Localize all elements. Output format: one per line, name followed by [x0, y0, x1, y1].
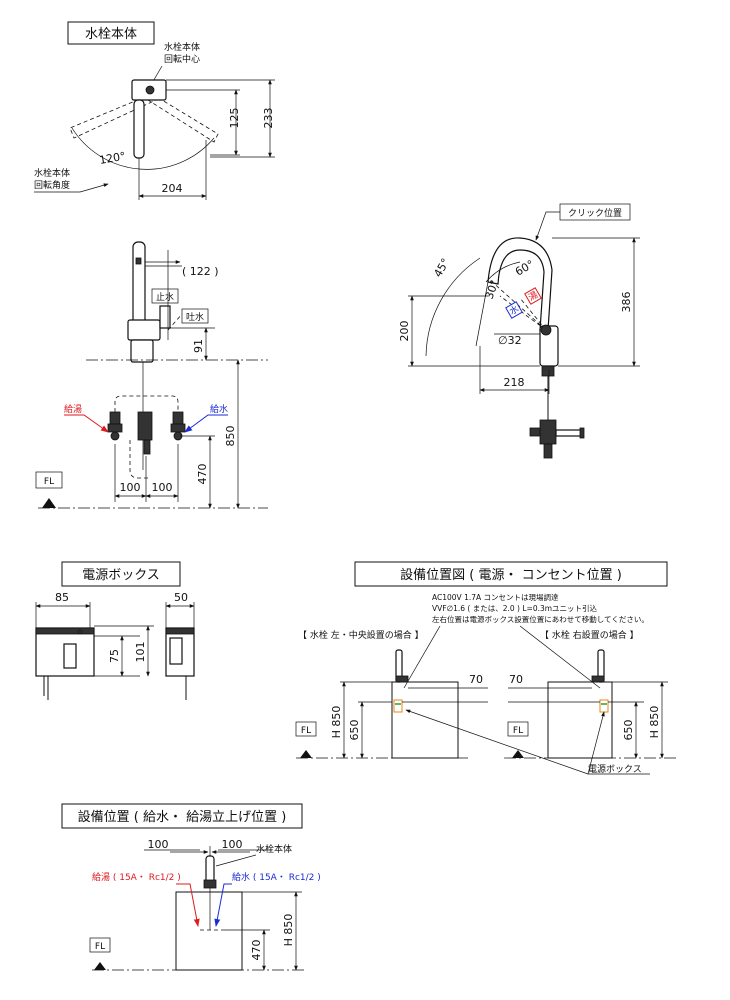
dim-h850-left: H 850 [330, 706, 343, 739]
dim-100-right-supply: 100 [222, 838, 243, 851]
right-case-label: 【 水栓 右設置の場合 】 [540, 629, 639, 641]
hot-supply-label: 給湯 [64, 403, 82, 415]
equip-pos-title-box [354, 561, 668, 587]
supply-pos-title: 設備位置 ( 給水・ 給湯立上げ位置 ) [78, 809, 287, 825]
dim-75: 75 [108, 649, 121, 663]
mixing-unit [137, 411, 153, 455]
left-case-label: 【 水栓 左・中央設置の場合 】 [298, 629, 424, 641]
fl-box-supply [89, 937, 111, 953]
supply-pos-section: 設備位置 ( 給水・ 給湯立上げ位置 ) 100 100 水栓本体 給湯 ( 1… [61, 803, 321, 971]
side-supply-assembly [529, 419, 585, 459]
left-case-drawing: 70 H 850 650 FL [295, 649, 488, 759]
rotation-center-label-2: 回転中心 [164, 53, 200, 65]
fl-box-right [507, 721, 529, 737]
spout-water-label: 吐水 [186, 311, 204, 323]
rotation-center-label-1: 水栓本体 [164, 41, 200, 53]
dim-101: 101 [134, 642, 147, 663]
fl-supply: FL [95, 942, 105, 952]
hot-label-supply: 給湯 ( 15A・ Rc1/2 ) [92, 871, 181, 883]
dim-470-supply: 470 [250, 940, 263, 961]
side-view-section: クリック位置 水 湯 45° 30° 60° ∅32 200 386 218 [398, 203, 640, 459]
dim-218: 218 [504, 376, 525, 389]
angle-45: 45° [431, 256, 452, 279]
stop-water-box [151, 288, 179, 304]
dim-h850-supply: H 850 [282, 914, 295, 947]
power-box-label: 電源ボックス [588, 764, 642, 775]
power-box-side [165, 627, 195, 700]
spout-water-box [181, 308, 209, 324]
main-body-section: 水栓本体 水栓本体 回転中心 120° 水栓本体 回転角度 125 233 20… [34, 21, 275, 200]
hot-mark-box [524, 287, 542, 305]
dim-85: 85 [55, 591, 69, 604]
rotation-angle: 120° [98, 150, 126, 167]
dim-70-left: 70 [469, 673, 483, 686]
valve-left [107, 411, 123, 441]
body-label-supply: 水栓本体 [256, 843, 292, 855]
dim-70-right: 70 [509, 673, 523, 686]
dim-470: 470 [196, 464, 209, 485]
right-case-drawing: 70 650 H 850 FL [504, 649, 676, 759]
fl-right: FL [513, 726, 523, 736]
stop-water-label: 止水 [156, 291, 174, 303]
dim-125: 125 [228, 108, 241, 129]
main-body-title-box [67, 21, 155, 45]
dim-50: 50 [174, 591, 188, 604]
dim-100-left-supply: 100 [148, 838, 169, 851]
equip-note-1: AC100V 1.7A コンセントは現場調達 [432, 592, 559, 602]
dim-h850-right: H 850 [648, 706, 661, 739]
dim-650-left: 650 [348, 720, 361, 741]
cold-label-supply: 給水 ( 15A・ Rc1/2 ) [232, 871, 321, 883]
cold-mark: 水 [507, 303, 521, 318]
fl-left: FL [301, 726, 311, 736]
equip-note-2: VVF∅1.6 ( または、2.0 ) L=0.3mユニット引込 [432, 604, 598, 613]
supply-pos-title-box [61, 803, 303, 829]
fl-box-left [295, 721, 317, 737]
click-pos-label: クリック位置 [568, 207, 622, 219]
dim-200: 200 [398, 321, 411, 342]
dim-233: 233 [262, 108, 275, 129]
power-box-section: 電源ボックス 85 75 101 50 [35, 561, 195, 700]
dim-650-right: 650 [622, 720, 635, 741]
front-view-section: ( 122 ) 止水 吐水 91 850 [35, 241, 268, 509]
dim-100-right: 100 [152, 481, 173, 494]
dim-204: 204 [162, 182, 183, 195]
equip-pos-title: 設備位置図 ( 電源・ コンセント位置 ) [400, 567, 622, 583]
diameter-32: ∅32 [498, 334, 522, 347]
power-box-title-box [61, 561, 181, 587]
angle-60: 60° [513, 258, 536, 279]
dim-122: ( 122 ) [182, 265, 219, 278]
dim-100-left: 100 [120, 481, 141, 494]
dim-850: 850 [224, 426, 237, 447]
cold-mark-box [505, 301, 523, 319]
rotation-angle-label-1: 水栓本体 [34, 167, 70, 179]
dim-91: 91 [192, 339, 205, 353]
power-box-front [35, 627, 95, 700]
fl-box-front [35, 471, 63, 489]
fl-front: FL [44, 477, 54, 487]
angle-30: 30° [483, 278, 502, 301]
rotation-angle-label-2: 回転角度 [34, 179, 70, 191]
equip-pos-section: 設備位置図 ( 電源・ コンセント位置 ) AC100V 1.7A コンセントは… [295, 561, 676, 775]
dim-386: 386 [620, 292, 633, 313]
power-box-title: 電源ボックス [82, 568, 160, 583]
equip-note-3: 左右位置は電源ボックス設置位置にあわせて移動してください。 [432, 614, 649, 624]
main-body-title: 水栓本体 [85, 27, 137, 42]
cold-supply-label: 給水 [210, 403, 228, 415]
